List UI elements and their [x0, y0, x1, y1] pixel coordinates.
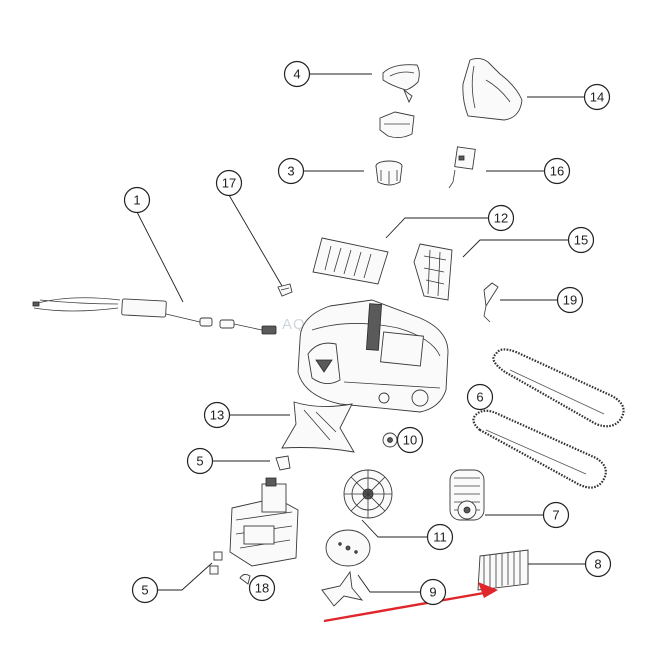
- callout-4: 4: [283, 60, 372, 88]
- part-14-shell-cover: [462, 57, 523, 121]
- part-19-handle: [483, 282, 499, 323]
- callout-circle: [466, 383, 494, 411]
- part-12-grille: [312, 237, 389, 285]
- part-13-flap: [281, 401, 355, 453]
- callout-circle: [283, 60, 311, 88]
- callout-7: 7: [485, 501, 570, 529]
- callout-6: 6: [466, 383, 494, 411]
- callout-19: 19: [500, 286, 584, 314]
- callout-circle: [426, 523, 454, 551]
- part-5-bracket-upper: [275, 455, 291, 471]
- callout-circle: [277, 157, 305, 185]
- callout-leader-line: [462, 239, 568, 258]
- callout-number: 18: [255, 581, 269, 596]
- part-15-basket: [413, 243, 453, 301]
- part-3-connector: [375, 160, 403, 186]
- callout-number: 6: [476, 390, 483, 405]
- part-8-brush-strip: [477, 549, 529, 591]
- part-5-clips-lower: [209, 551, 223, 575]
- callout-leader-line: [361, 519, 427, 538]
- callout-number: 11: [433, 530, 447, 545]
- callout-circle: [131, 576, 159, 604]
- callout-number: 5: [141, 583, 148, 598]
- callout-number: 5: [196, 454, 203, 469]
- callout-8: 8: [528, 550, 612, 578]
- callout-9: 9: [357, 574, 447, 606]
- callout-18: 18: [248, 574, 276, 602]
- callout-circle: [215, 169, 243, 197]
- part-10-gear: [382, 432, 398, 448]
- callout-number: 12: [494, 211, 508, 226]
- callout-13: 13: [203, 401, 290, 429]
- callout-circle: [487, 204, 515, 232]
- part-7-roller: [449, 469, 485, 521]
- callout-number: 8: [594, 557, 601, 572]
- callout-layer: 1 17 4 14 3 16 12 15 19 6 13 10 5 7 11 8 5 18 9: [123, 60, 612, 606]
- callout-circle: [186, 447, 214, 475]
- callout-leader-line: [228, 194, 283, 287]
- callout-circle: [203, 401, 231, 429]
- part-4-top-cover: [382, 64, 420, 104]
- callout-14: 14: [527, 83, 611, 111]
- callout-circle: [542, 501, 570, 529]
- part-17-clip: [277, 283, 293, 297]
- part-18-screw: [239, 573, 251, 585]
- callout-5: 5: [186, 447, 270, 475]
- callout-circle: [583, 83, 611, 111]
- callout-5: 5: [131, 562, 213, 604]
- callout-circle: [584, 550, 612, 578]
- callout-number: 14: [590, 90, 604, 105]
- main-robot-body: [297, 299, 449, 413]
- callout-circle: [248, 574, 276, 602]
- callout-leader-line: [158, 562, 213, 591]
- callout-circle: [556, 286, 584, 314]
- part-11-wheel: [343, 469, 393, 519]
- callout-circle: [567, 226, 595, 254]
- highlight-arrow: [323, 582, 498, 623]
- callout-circle: [123, 186, 151, 214]
- callout-number: 10: [403, 433, 417, 448]
- callout-number: 13: [210, 408, 224, 423]
- callout-11: 11: [361, 519, 454, 551]
- part-cover-insert: [379, 111, 415, 139]
- callout-3: 3: [277, 157, 364, 185]
- callout-16: 16: [486, 157, 571, 185]
- callout-15: 15: [462, 226, 595, 258]
- callout-leader-line: [136, 211, 184, 303]
- callout-number: 9: [429, 585, 436, 600]
- callout-number: 7: [552, 508, 559, 523]
- callout-circle: [543, 157, 571, 185]
- callout-number: 4: [293, 67, 300, 82]
- motor-block: [229, 477, 299, 567]
- callout-number: 17: [222, 176, 236, 191]
- callout-number: 1: [133, 193, 140, 208]
- callout-circle: [396, 426, 424, 454]
- part-1-power-supply: [32, 297, 277, 335]
- callout-12: 12: [385, 204, 515, 239]
- part-9-impeller: [321, 529, 371, 607]
- callout-number: 3: [287, 164, 294, 179]
- part-6-tracks: [472, 348, 625, 489]
- callout-1: 1: [123, 186, 184, 303]
- callout-10: 10: [396, 426, 424, 454]
- part-16-sensor: [448, 146, 476, 189]
- callout-circle: [419, 578, 447, 606]
- callout-leader-line: [385, 217, 488, 239]
- callout-number: 15: [574, 233, 588, 248]
- callout-number: 16: [550, 164, 564, 179]
- callout-number: 19: [563, 293, 577, 308]
- callout-leader-line: [357, 574, 420, 593]
- callout-17: 17: [215, 169, 283, 287]
